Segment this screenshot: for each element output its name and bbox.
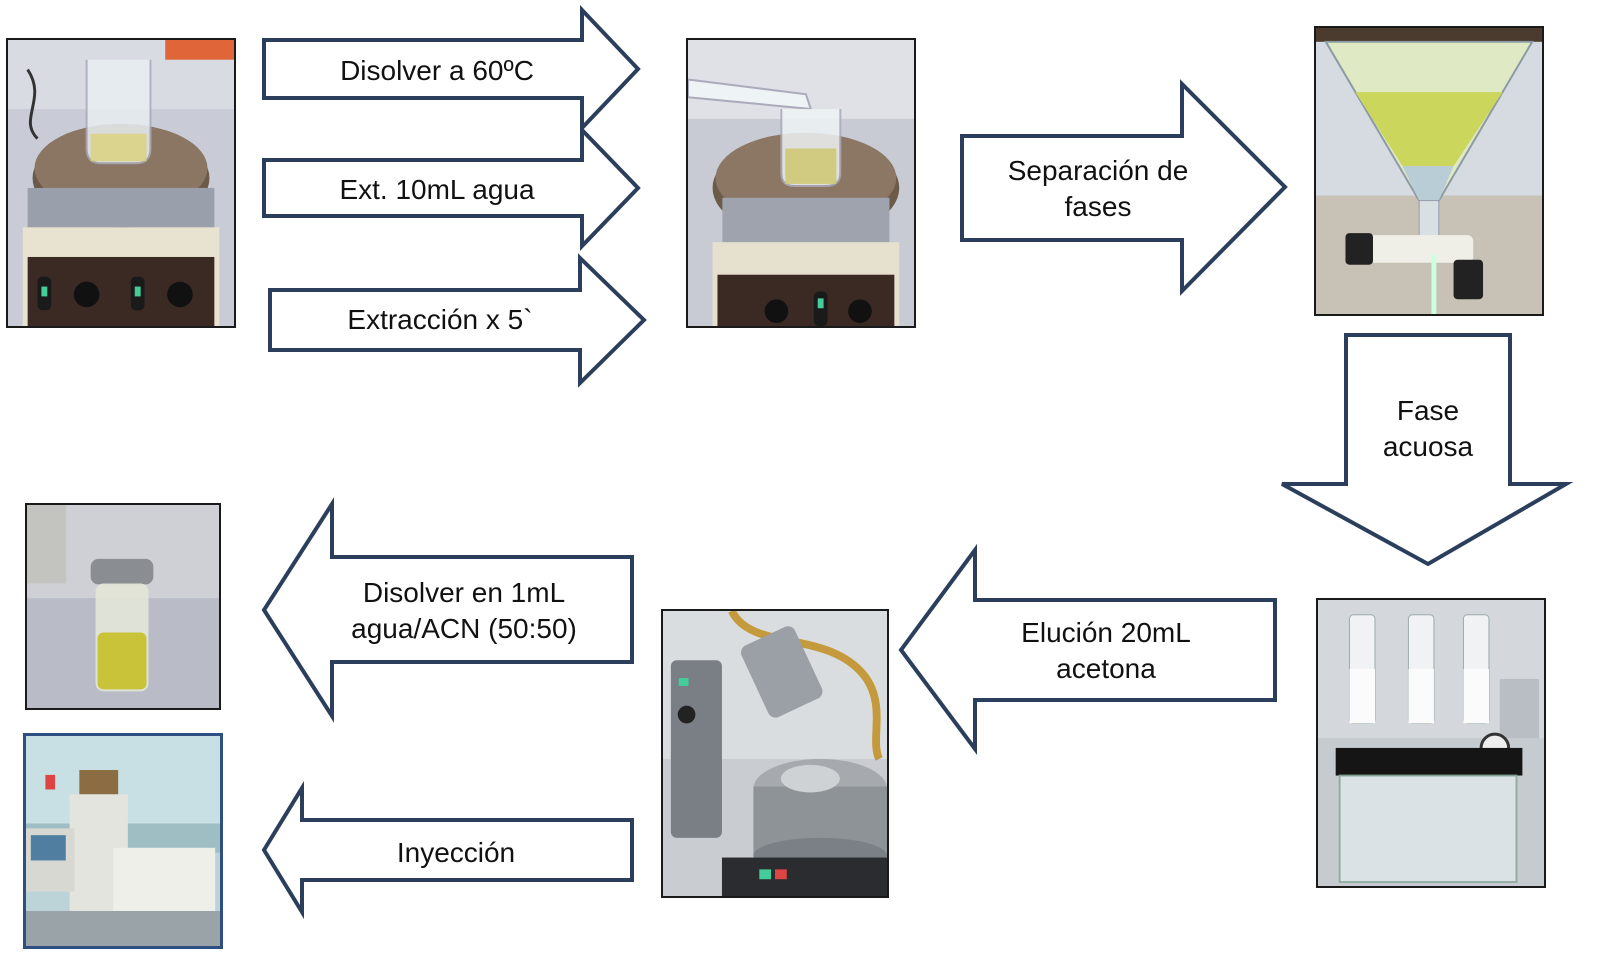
arrow-elution xyxy=(898,543,1277,756)
label-separation-2: fases xyxy=(1065,191,1132,222)
rotavapor-photo xyxy=(661,609,889,898)
arrow-injection xyxy=(261,780,634,920)
hotplate-beaker-photo xyxy=(6,38,236,328)
label-ext: Ext. 10mL agua xyxy=(339,174,535,205)
separatory-funnel-photo xyxy=(1314,26,1544,316)
arrow-aqueous xyxy=(1281,333,1574,567)
label-injection: Inyección xyxy=(397,837,515,868)
label-aqueous-1: Fase xyxy=(1397,395,1459,426)
hplc-instrument-photo xyxy=(23,733,223,949)
label-dissolve: Disolver a 60ºC xyxy=(340,55,534,86)
label-separation-1: Separación de xyxy=(1008,155,1189,186)
label-elution-1: Elución 20mL xyxy=(1021,617,1191,648)
label-redissolve-1: Disolver en 1mL xyxy=(363,577,565,608)
hotplate-pour-photo xyxy=(686,38,916,328)
arrow-dissolve xyxy=(262,4,641,134)
arrow-extraction xyxy=(268,253,647,388)
label-elution-2: acetona xyxy=(1056,653,1156,684)
arrow-ext xyxy=(262,125,641,251)
spe-manifold-photo xyxy=(1316,598,1546,888)
arrow-separation xyxy=(960,79,1288,296)
label-extraction: Extracción x 5` xyxy=(347,304,532,335)
label-aqueous-2: acuosa xyxy=(1383,431,1474,462)
arrow-redissolve xyxy=(261,497,634,723)
label-redissolve-2: agua/ACN (50:50) xyxy=(351,613,577,644)
vial-photo xyxy=(25,503,221,710)
